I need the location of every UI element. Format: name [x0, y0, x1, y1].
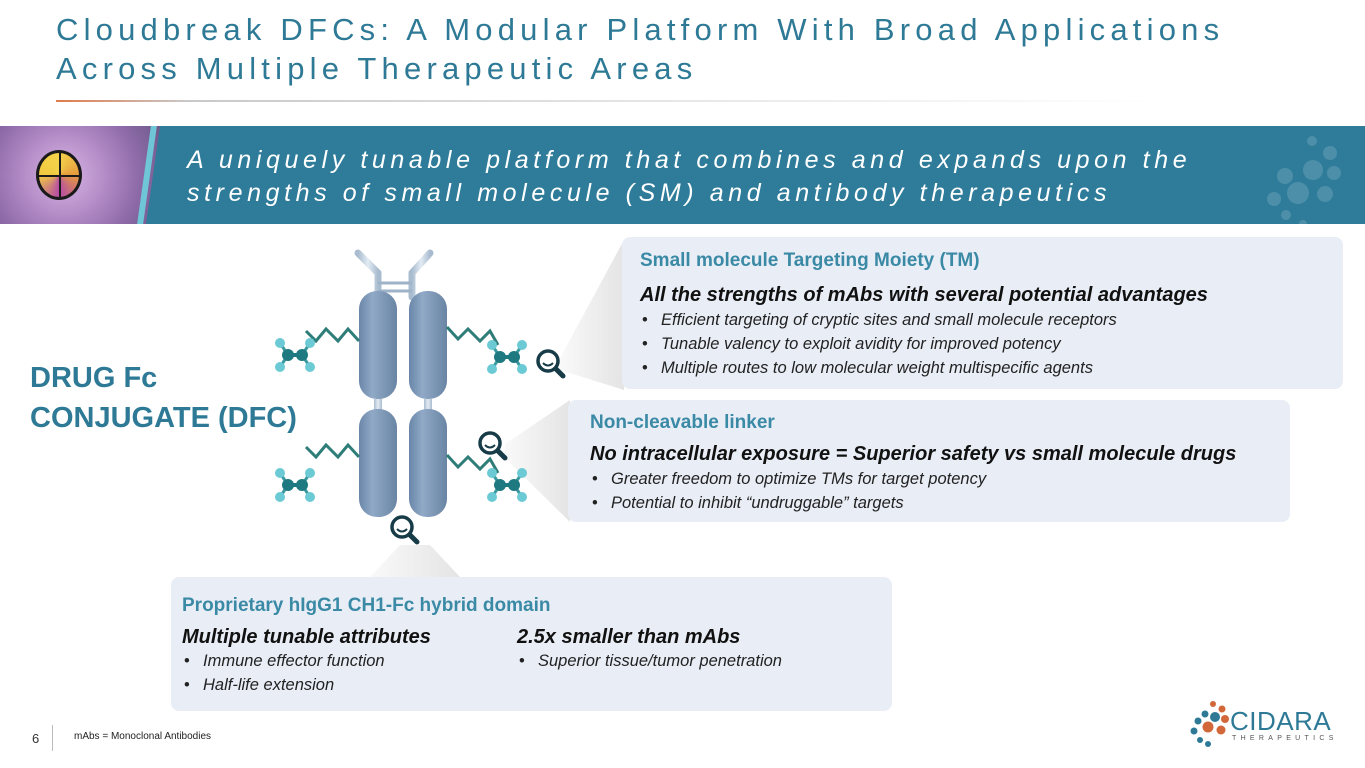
card-targeting-moiety: Small molecule Targeting Moiety (TM) All… [622, 237, 1343, 389]
hinge-arms [354, 249, 434, 301]
card-heading: Proprietary hIgG1 CH1-Fc hybrid domain [182, 595, 551, 616]
title-underline [56, 100, 1156, 102]
footnote: mAbs = Monoclonal Antibodies [74, 731, 212, 742]
bullet-item: Superior tissue/tumor penetration [517, 649, 782, 673]
bullet-item: Efficient targeting of cryptic sites and… [640, 308, 1117, 332]
page-number: 6 [32, 731, 40, 746]
card-linker: Non-cleavable linker No intracellular ex… [568, 400, 1290, 522]
bullet-item: Potential to inhibit “undruggable” targe… [590, 491, 986, 515]
fc-domain-right [409, 409, 447, 517]
logo-dots-icon [1190, 701, 1229, 747]
card-lead: All the strengths of mAbs with several p… [640, 284, 1208, 306]
bullet-list: Superior tissue/tumor penetration [517, 649, 782, 673]
linkers [304, 325, 500, 474]
logo-subtitle: THERAPEUTICS [1232, 735, 1338, 742]
bullet-item: Multiple routes to low molecular weight … [640, 356, 1117, 380]
magnifier-icon [536, 349, 566, 379]
targeting-moiety [487, 340, 527, 374]
card-heading: Non-cleavable linker [590, 412, 775, 433]
protein-domains [359, 291, 447, 517]
dfc-label-line2: CONJUGATE (DFC) [30, 402, 297, 434]
dfc-label-line1: DRUG Fc [30, 362, 158, 394]
magnifier-icon [390, 515, 420, 545]
bullet-item: Greater freedom to optimize TMs for targ… [590, 467, 986, 491]
dfc-molecule-diagram [275, 249, 566, 545]
dfc-label: DRUG Fc CONJUGATE (DFC) [30, 358, 297, 438]
card-heading: Small molecule Targeting Moiety (TM) [640, 250, 980, 271]
card-lead: 2.5x smaller than mAbs [517, 626, 741, 648]
banner: A uniquely tunable platform that combine… [0, 126, 1365, 224]
crosshair-target-icon [36, 150, 82, 200]
decorative-dots-icon [1245, 132, 1345, 224]
card-fc-domain: Proprietary hIgG1 CH1-Fc hybrid domain M… [171, 577, 892, 711]
targeting-moiety [487, 468, 527, 502]
virus-image [0, 126, 160, 224]
footer-divider [52, 725, 53, 751]
fc-domain-left [359, 409, 397, 517]
card-lead: Multiple tunable attributes [182, 626, 431, 648]
targeting-moiety [275, 338, 315, 372]
banner-text: A uniquely tunable platform that combine… [187, 146, 1192, 207]
small-molecule-groups [275, 338, 527, 502]
company-logo: CIDARA THERAPEUTICS [1186, 700, 1336, 750]
slide-title: Cloudbreak DFCs: A Modular Platform With… [56, 12, 1225, 86]
disulfide-bonds [378, 281, 412, 293]
card-column: 2.5x smaller than mAbs Superior tissue/t… [517, 626, 782, 673]
magnifier-icon [478, 431, 508, 461]
bullet-item: Tunable valency to exploit avidity for i… [640, 332, 1117, 356]
card-lead: No intracellular exposure = Superior saf… [590, 443, 1237, 465]
bullet-item: Immune effector function [182, 649, 431, 673]
logo-wordmark: CIDARA [1230, 706, 1332, 736]
bullet-list: Efficient targeting of cryptic sites and… [640, 308, 1117, 380]
card-column: Multiple tunable attributes Immune effec… [182, 626, 431, 697]
ch1-domain-right [409, 291, 447, 399]
ch1-domain-left [359, 291, 397, 399]
bullet-item: Half-life extension [182, 673, 431, 697]
bullet-list: Immune effector function Half-life exten… [182, 649, 431, 697]
bullet-list: Greater freedom to optimize TMs for targ… [590, 467, 986, 515]
targeting-moiety [275, 468, 315, 502]
